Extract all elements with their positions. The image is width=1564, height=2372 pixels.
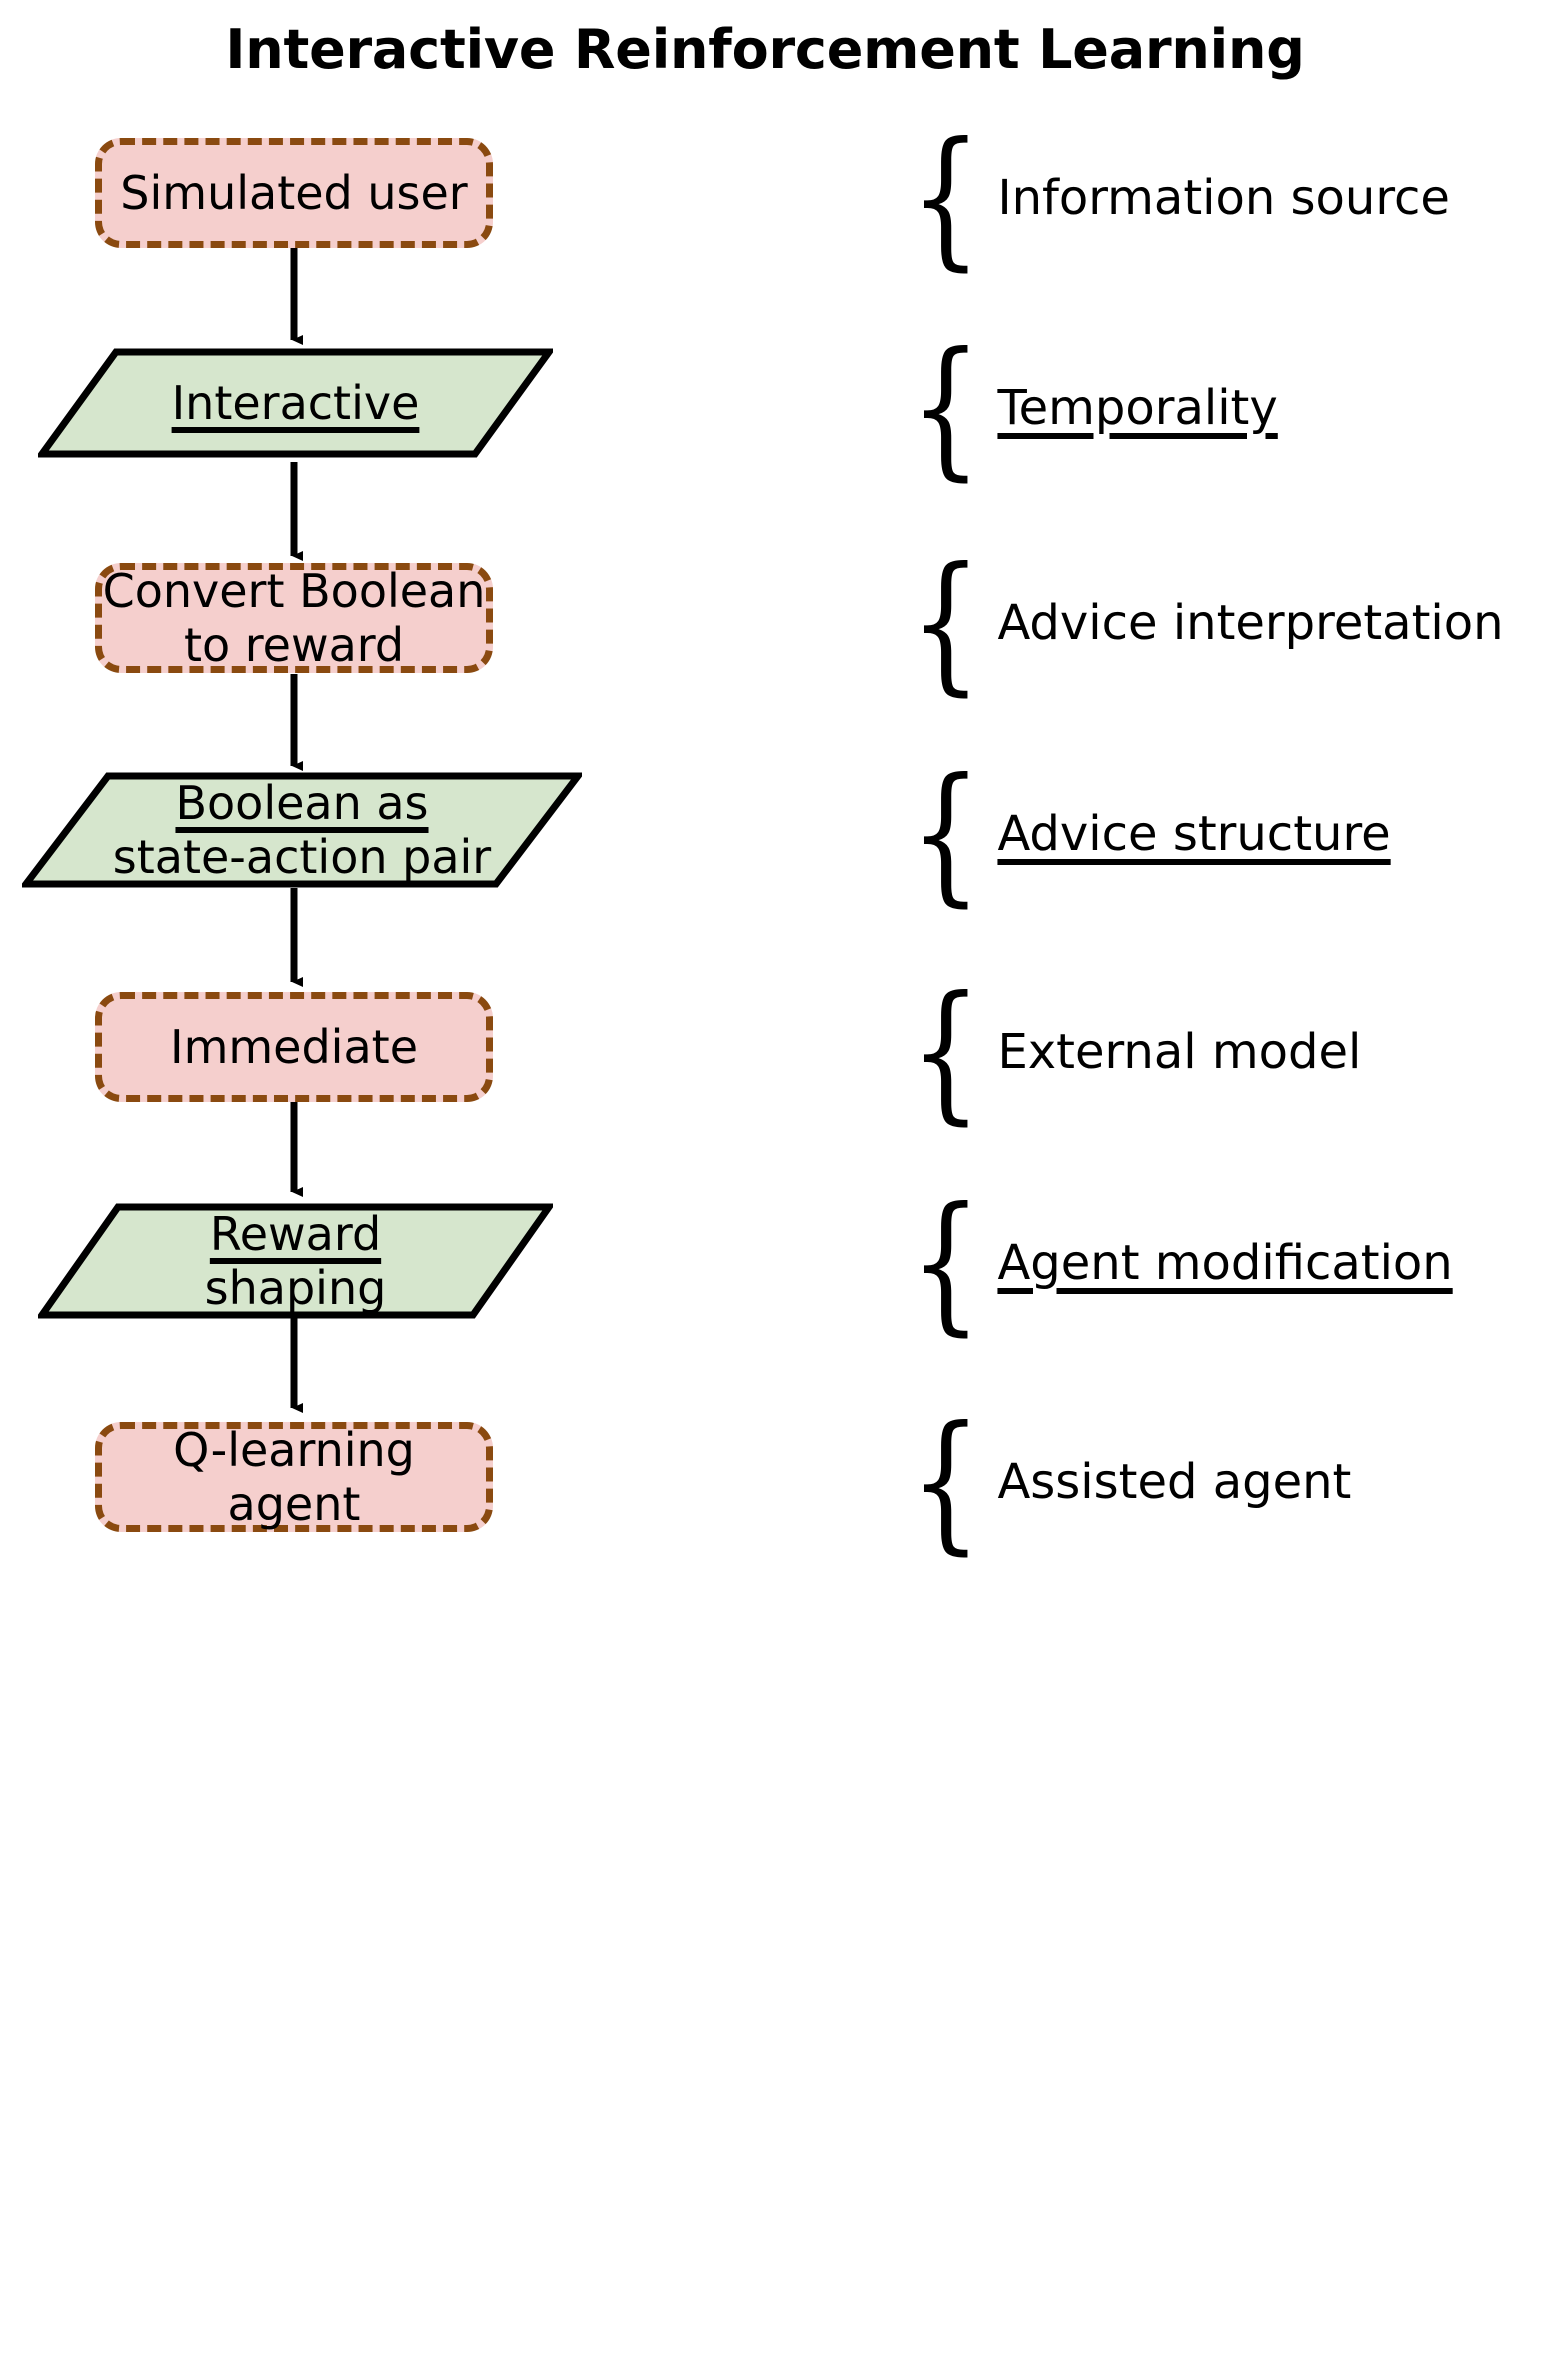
node-interactive[interactable]: Interactive: [38, 348, 553, 458]
node-label: Convert Boolean to reward: [102, 563, 486, 672]
parallelogram-shape: [22, 772, 582, 888]
node-immediate[interactable]: Immediate: [95, 992, 493, 1102]
node-reward-shaping[interactable]: Reward shaping: [38, 1203, 553, 1319]
annotation-label: External model: [997, 1024, 1362, 1080]
annotation-external-model: { External model: [909, 965, 1362, 1139]
annotation-label: Advice interpretation: [997, 595, 1504, 651]
parallelogram-shape: [38, 348, 553, 458]
annotation-information-source: { Information source: [909, 111, 1450, 285]
annotation-advice-interpretation: { Advice interpretation: [909, 536, 1504, 710]
node-label: Q-learning agent: [173, 1422, 415, 1531]
annotation-label: Agent modification: [997, 1235, 1453, 1291]
node-boolean-state-action[interactable]: Boolean as state-action pair: [22, 772, 582, 888]
annotation-advice-structure: { Advice structure: [909, 747, 1391, 921]
node-simulated-user[interactable]: Simulated user: [95, 138, 493, 248]
node-label: Boolean as state-action pair: [112, 775, 492, 884]
annotation-label: Assisted agent: [997, 1454, 1352, 1510]
node-q-learning-agent[interactable]: Q-learning agent: [95, 1422, 493, 1532]
annotation-agent-modification: { Agent modification: [909, 1176, 1453, 1350]
annotation-assisted-agent: { Assisted agent: [909, 1395, 1352, 1569]
node-label: Interactive: [171, 375, 420, 430]
annotation-label: Advice structure: [997, 806, 1391, 862]
annotation-temporality: { Temporality: [909, 321, 1278, 495]
parallelogram-shape: [38, 1203, 553, 1319]
annotation-label: Temporality: [997, 380, 1278, 436]
node-label: Immediate: [170, 1019, 418, 1074]
page-title: Interactive Reinforcement Learning: [225, 18, 1305, 81]
node-label: Simulated user: [120, 165, 468, 220]
node-convert-boolean[interactable]: Convert Boolean to reward: [95, 563, 493, 673]
annotation-label: Information source: [997, 170, 1450, 226]
node-label: Reward shaping: [204, 1206, 387, 1315]
